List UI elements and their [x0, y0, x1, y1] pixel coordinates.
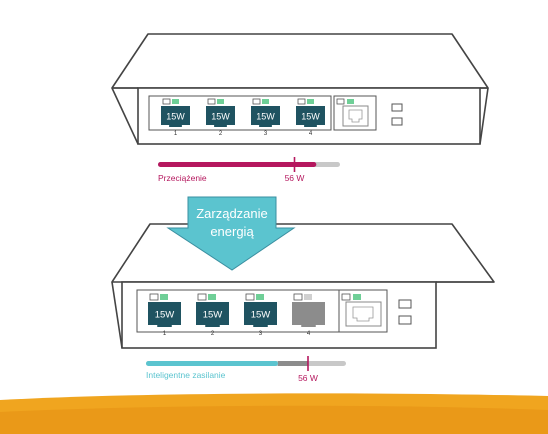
bottom-port-1-jack: [148, 302, 181, 327]
top-port-3-jack: [251, 106, 280, 127]
bottom-switch: 15W 1 15W 2 15W 3 4: [111, 223, 495, 349]
top-port-4-poe-led: [307, 99, 314, 104]
arrow-text-line2: energią: [210, 224, 254, 239]
top-port-4-jack: [296, 106, 325, 127]
top-port-2-link-led: [207, 98, 216, 105]
top-port-1-jack: [161, 106, 190, 127]
top-port-3-link-led: [252, 98, 261, 105]
top-port-1: 15W 1: [161, 98, 190, 137]
top-port-3: 15W 3: [251, 98, 280, 137]
bottom-port-4-number: 4: [307, 331, 311, 337]
top-power-bar: Przeciążenie 56 W: [158, 157, 340, 183]
top-port-2: 15W 2: [206, 98, 235, 137]
bottom-port-3-power-label: 15W: [251, 310, 271, 321]
top-port-2-power-label: 15W: [211, 112, 230, 122]
top-port-3-number: 3: [264, 131, 268, 137]
bottom-switch-lid: [111, 223, 495, 283]
top-port-4-link-led: [297, 98, 306, 105]
top-port-1-number: 1: [174, 131, 178, 137]
bottom-bar-marker-label: 56 W: [298, 373, 318, 383]
top-bar-marker-label: 56 W: [285, 173, 305, 183]
top-port-4-power-label: 15W: [301, 112, 320, 122]
bottom-port-1-number: 1: [163, 331, 167, 337]
bottom-power-bar: Inteligentne zasilanie 56 W: [146, 356, 346, 383]
bottom-port-1-link-led: [149, 293, 159, 301]
bottom-bar-reserve: [278, 361, 308, 366]
arrow-shape: [166, 196, 296, 271]
bottom-button-1: [398, 299, 412, 309]
bottom-port-1-power-label: 15W: [155, 310, 175, 321]
bottom-port-3-poe-led: [256, 294, 264, 300]
bottom-port-4-poe-led: [304, 294, 312, 300]
bottom-port-4: 4: [292, 293, 325, 337]
top-port-1-poe-led: [172, 99, 179, 104]
top-port-4-number: 4: [309, 131, 313, 137]
top-bar-label: Przeciążenie: [158, 173, 207, 183]
bottom-port-2-link-led: [197, 293, 207, 301]
top-switch-lid: [111, 33, 489, 89]
bottom-port-2-number: 2: [211, 331, 215, 337]
bottom-port-3: 15W 3: [244, 293, 277, 337]
bottom-port-4-link-led: [293, 293, 303, 301]
bottom-port-1-poe-led: [160, 294, 168, 300]
top-port-2-jack: [206, 106, 235, 127]
arrow-text-line1: Zarządzanie: [196, 206, 268, 221]
bottom-port-2-jack: [196, 302, 229, 327]
bottom-port-3-jack: [244, 302, 277, 327]
bottom-port-2-poe-led: [208, 294, 216, 300]
bottom-port-3-number: 3: [259, 331, 263, 337]
bottom-port-3-link-led: [245, 293, 255, 301]
bottom-port-2-power-label: 15W: [203, 310, 223, 321]
top-port-4: 15W 4: [296, 98, 325, 137]
bottom-band-highlight: [0, 405, 548, 434]
top-switch: 15W 1 15W 2 15W 3 15W 4: [111, 33, 489, 145]
top-port-1-power-label: 15W: [166, 112, 185, 122]
bottom-port-2: 15W 2: [196, 293, 229, 337]
bottom-bar-label: Inteligentne zasilanie: [146, 370, 226, 380]
top-port-panel: [148, 95, 332, 131]
bottom-bar-fill: [146, 361, 278, 366]
top-port-2-poe-led: [217, 99, 224, 104]
bottom-uplink-port: [338, 289, 388, 333]
top-button-2: [391, 117, 403, 126]
top-port-3-power-label: 15W: [256, 112, 275, 122]
top-port-3-poe-led: [262, 99, 269, 104]
top-uplink-port: [333, 95, 377, 131]
bottom-port-1: 15W 1: [148, 293, 181, 337]
bottom-button-2: [398, 315, 412, 325]
top-port-1-link-led: [162, 98, 171, 105]
power-management-arrow: Zarządzanie energią: [166, 196, 296, 271]
top-button-1: [391, 103, 403, 112]
top-bar-fill: [158, 162, 317, 167]
bottom-port-4-jack: [292, 302, 325, 327]
top-port-2-number: 2: [219, 131, 223, 137]
